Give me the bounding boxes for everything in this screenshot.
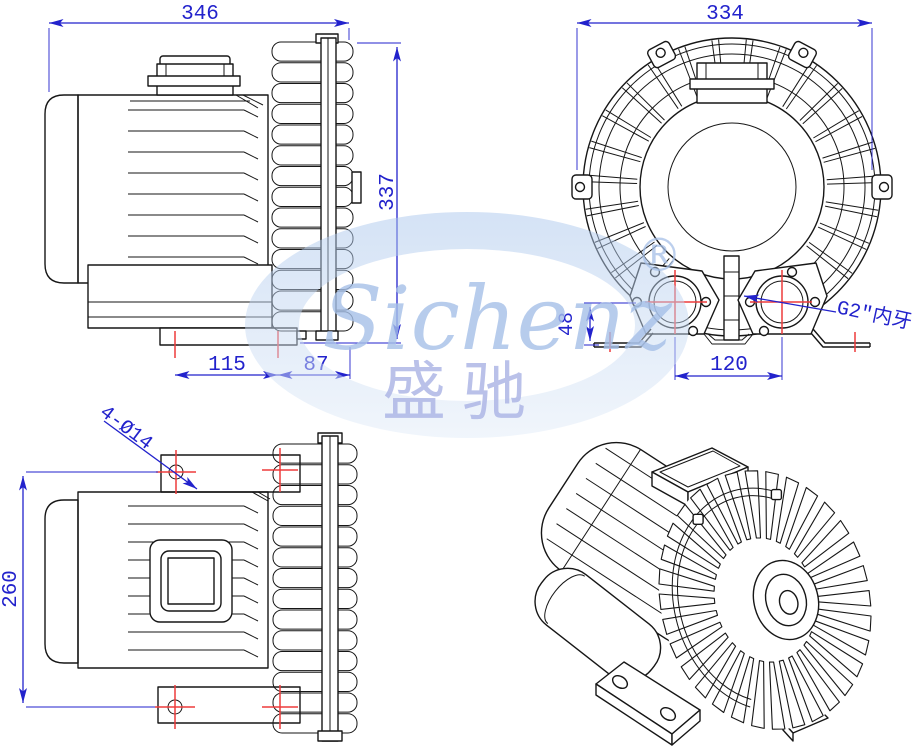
iso-front-bracket [595,661,701,746]
dimension-260: 260 [0,471,158,708]
dim-text-346: 346 [181,3,219,26]
iso-impeller-ring [658,470,872,730]
dimension-346: 346 [48,3,350,92]
dimension-337: 337 [300,42,401,344]
terminal-box-front [689,62,775,104]
dim-text-260: 260 [0,570,23,608]
port-pillar [723,255,740,341]
dimension-48: 48 [556,302,636,346]
iso-hub [752,559,820,641]
terminal-box-side [147,55,241,96]
registered-trademark-icon: ® [636,228,682,282]
dim-text-337: 337 [377,173,400,211]
top-view: 260 4-Ø14 [0,401,358,742]
terminal-box-plan [149,539,233,623]
mount-plate-bottom [157,686,301,724]
dimension-334: 334 [576,3,873,170]
centerline-marks-plan [155,448,298,729]
watermark-brand-cn: 盛驰 [382,356,542,430]
iso-muffler [534,567,662,682]
dim-text-120: 120 [710,354,748,377]
dimension-120: 120 [674,337,783,380]
thread-label-g2: G2"内牙 [835,295,915,335]
isometric-view [534,441,872,746]
base-silencer-side [87,264,307,346]
dim-text-334: 334 [706,3,744,26]
mount-ears [571,40,893,200]
watermark-brand-script: Sichenz [322,267,672,370]
hole-label-4xd14: 4-Ø14 [95,401,157,455]
dim-text-115: 115 [208,354,246,377]
motor-side [44,94,269,284]
watermark: Sichenz 盛驰 ® [245,212,689,438]
dim-text-48: 48 [556,312,579,336]
blower-housing-plan [272,432,358,742]
